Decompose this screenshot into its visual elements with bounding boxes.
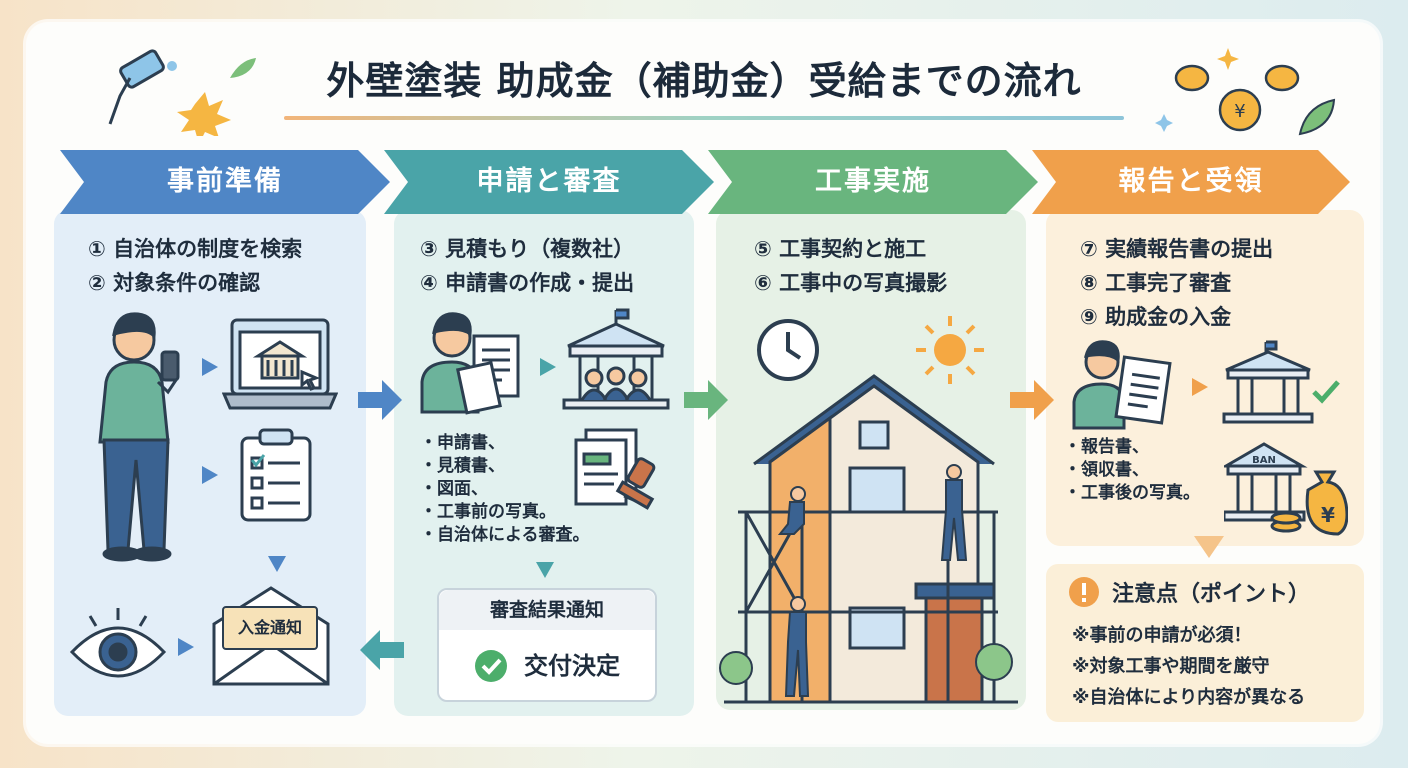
phase-label: 工事実施 (815, 166, 931, 197)
person-with-report-icon (1072, 340, 1172, 430)
phase-chevron-2: 申請と審査 (384, 150, 714, 214)
steps-phase-4: ⑦ 実績報告書の提出 ⑧ 工事完了審査 ⑨ 助成金の入金 (1080, 232, 1273, 334)
phase-chevron-1: 事前準備 (60, 150, 390, 214)
bank-money-icon: BAN ¥ (1224, 442, 1348, 536)
step-item: ⑨ 助成金の入金 (1080, 305, 1232, 329)
phase-label: 事前準備 (167, 166, 283, 197)
bank-label: BAN (1252, 455, 1276, 466)
bullet-item: 工事前の写真。 (420, 501, 590, 524)
coins-icon: ¥ (1155, 48, 1336, 136)
arrow-right-icon (202, 358, 218, 376)
person-with-phone-icon (98, 312, 180, 562)
eye-icon (69, 608, 167, 678)
step-item: ② 対象条件の確認 (88, 271, 261, 295)
city-hall-approved-icon (1222, 340, 1340, 424)
bullet-item: 自治体による審査。 (420, 524, 590, 547)
caution-list: ※事前の申請が必須！ ※対象工事や期間を厳守 ※自治体により内容が異なる (1072, 620, 1305, 713)
bullet-item: 申請書、 (420, 432, 590, 455)
report-documents-list: 報告書、 領収書、 工事後の写真。 (1064, 436, 1200, 505)
bullet-item: 工事後の写真。 (1064, 482, 1200, 505)
laptop-city-hall-icon (222, 318, 338, 410)
caution-item: ※対象工事や期間を厳守 (1072, 656, 1270, 677)
steps-phase-3: ⑤ 工事契約と施工 ⑥ 工事中の写真撮影 (754, 232, 947, 300)
phase-label: 申請と審査 (476, 166, 622, 197)
arrow-right-icon (1192, 378, 1208, 396)
arrow-down-icon (268, 556, 286, 572)
arrow-right-icon (540, 358, 556, 376)
paint-roller-icon (108, 49, 256, 136)
title-underline (284, 116, 1124, 120)
phase-chevron-3: 工事実施 (708, 150, 1038, 214)
step-item: ③ 見積もり（複数社） (420, 237, 635, 261)
step-item: ⑤ 工事契約と施工 (754, 237, 927, 261)
flow-arrow-right-icon (684, 380, 728, 420)
notice-title: 審査結果通知 (439, 590, 655, 630)
caution-box: 注意点（ポイント） ※事前の申請が必須！ ※対象工事や期間を厳守 ※自治体により… (1046, 564, 1364, 722)
step-item: ④ 申請書の作成・提出 (420, 271, 635, 295)
bullet-item: 見積書、 (420, 455, 590, 478)
caution-item: ※自治体により内容が異なる (1072, 687, 1306, 708)
document-stamp-icon (574, 428, 656, 510)
check-circle-icon (475, 650, 507, 682)
steps-phase-2: ③ 見積もり（複数社） ④ 申請書の作成・提出 (420, 232, 634, 300)
bullet-item: 報告書、 (1064, 436, 1200, 459)
city-hall-icon (562, 308, 670, 410)
step-item: ⑦ 実績報告書の提出 (1080, 237, 1274, 261)
steps-phase-1: ① 自治体の制度を検索 ② 対象条件の確認 (88, 232, 302, 300)
phase-label: 報告と受領 (1118, 166, 1264, 197)
flow-arrow-left-icon (360, 630, 404, 670)
step-item: ⑥ 工事中の写真撮影 (754, 271, 948, 295)
notice-result: 交付決定 (439, 636, 655, 694)
envelope-label: 入金通知 (222, 606, 318, 650)
person-with-documents-icon (420, 312, 520, 415)
arrow-down-icon (536, 562, 554, 578)
step-item: ① 自治体の制度を検索 (88, 237, 303, 261)
page-title: 外壁塗装 助成金（補助金）受給までの流れ (326, 59, 1082, 103)
arrow-right-icon (202, 466, 218, 484)
clock-icon (757, 319, 819, 381)
caution-title: 注意点（ポイント） (1112, 582, 1311, 607)
warning-icon (1069, 577, 1099, 607)
title-block: 外壁塗装 助成金（補助金）受給までの流れ (284, 52, 1124, 120)
bullet-item: 図面、 (420, 478, 590, 501)
notice-result-text: 交付決定 (524, 652, 620, 680)
step-item: ⑧ 工事完了審査 (1080, 271, 1232, 295)
flow-arrow-right-icon (358, 380, 402, 420)
yen-symbol: ¥ (1234, 101, 1245, 122)
caution-item: ※事前の申請が必須！ (1072, 625, 1252, 646)
arrow-right-icon (178, 638, 194, 656)
sun-icon (916, 316, 984, 384)
review-result-notice: 審査結果通知 交付決定 (437, 588, 657, 702)
house-painting-scaffold-icon (719, 374, 1018, 704)
application-documents-list: 申請書、 見積書、 図面、 工事前の写真。 自治体による審査。 (420, 432, 590, 547)
arrow-down-icon (1194, 536, 1224, 558)
phase-chevron-4: 報告と受領 (1032, 150, 1350, 214)
checklist-clipboard-icon (240, 428, 312, 522)
yen-symbol: ¥ (1321, 503, 1335, 527)
flow-arrow-right-icon (1010, 380, 1054, 420)
bullet-item: 領収書、 (1064, 459, 1200, 482)
